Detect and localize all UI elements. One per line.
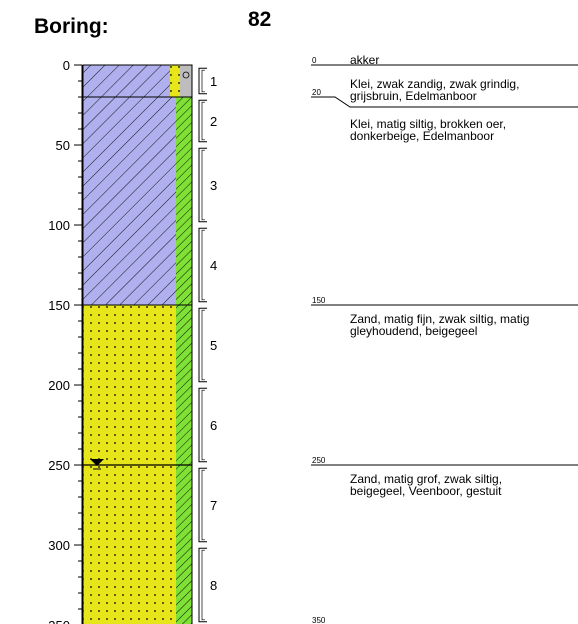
description-depth-label: 0 xyxy=(312,56,317,65)
description-depth-label: 350 xyxy=(312,616,326,624)
description-line: gleyhoudend, beigegeel xyxy=(350,324,477,338)
axis-tick-label: 50 xyxy=(56,138,70,153)
description-line: akker xyxy=(350,53,379,67)
layer-klei-pattern xyxy=(83,65,176,97)
description-line: Zand, matig grof, zwak siltig, xyxy=(350,472,502,486)
side-strip-green-pattern xyxy=(176,97,192,305)
axis-tick-label: 150 xyxy=(48,298,70,313)
sample-bracket-inner xyxy=(201,389,205,461)
sample-label: 8 xyxy=(210,578,217,593)
description-depth-label: 150 xyxy=(312,296,326,305)
sample-brackets: 1 2 3 4 5 6 7 8 xyxy=(198,67,217,623)
description-depth-label: 250 xyxy=(312,456,326,465)
sample-bracket xyxy=(198,467,207,543)
sample-bracket-inner xyxy=(201,549,205,621)
sample-label: 6 xyxy=(210,418,217,433)
axis-tick-label: 100 xyxy=(48,218,70,233)
description-line: grijsbruin, Edelmanboor xyxy=(350,89,477,103)
axis-tick-label: 350 xyxy=(48,618,70,624)
sample-bracket xyxy=(198,99,207,143)
water-level-icon xyxy=(90,459,104,466)
description-depth-label: 20 xyxy=(312,88,321,97)
soil-column xyxy=(82,64,193,624)
description-line: donkerbeige, Edelmanboor xyxy=(350,129,494,143)
description-line: Klei, zwak zandig, zwak grindig, xyxy=(350,77,519,91)
sample-label: 3 xyxy=(210,178,217,193)
sample-bracket-inner xyxy=(201,101,205,141)
sample-label: 4 xyxy=(210,258,217,273)
sample-bracket xyxy=(198,67,207,95)
sample-bracket xyxy=(198,307,207,383)
side-strip-yellow-pattern xyxy=(170,65,180,97)
description-boundary xyxy=(311,96,578,108)
description-line: Klei, matig siltig, brokken oer, xyxy=(350,117,506,131)
depth-axis: 0 50 100 150 200 250 300 350 xyxy=(48,58,83,624)
sample-bracket xyxy=(198,387,207,463)
sample-label: 1 xyxy=(210,74,217,89)
sample-bracket xyxy=(198,147,207,223)
sample-bracket-inner xyxy=(201,309,205,381)
description-line: Zand, matig fijn, zwak siltig, matig xyxy=(350,312,529,326)
sample-bracket xyxy=(198,547,207,623)
axis-tick-label: 0 xyxy=(63,58,70,73)
axis-tick-label: 300 xyxy=(48,538,70,553)
side-strip-gray xyxy=(180,65,192,97)
layer-klei-pattern xyxy=(83,97,176,305)
sample-label: 2 xyxy=(210,114,217,129)
axis-tick-label: 250 xyxy=(48,458,70,473)
description-line: beigegeel, Veenboor, gestuit xyxy=(350,484,502,498)
sample-label: 7 xyxy=(210,498,217,513)
sample-bracket-inner xyxy=(201,69,205,93)
sample-label: 5 xyxy=(210,338,217,353)
boring-label: Boring: xyxy=(34,15,109,38)
axis-tick-label: 200 xyxy=(48,378,70,393)
sample-bracket-inner xyxy=(201,229,205,301)
side-strip-gravel xyxy=(182,71,190,79)
sample-bracket-inner xyxy=(201,149,205,221)
sample-bracket xyxy=(198,227,207,303)
layer-descriptions: 0 akker 20 Klei, zwak zandig, zwak grindig,… xyxy=(311,53,578,624)
boring-number: 82 xyxy=(248,8,271,31)
sample-bracket-inner xyxy=(201,469,205,541)
